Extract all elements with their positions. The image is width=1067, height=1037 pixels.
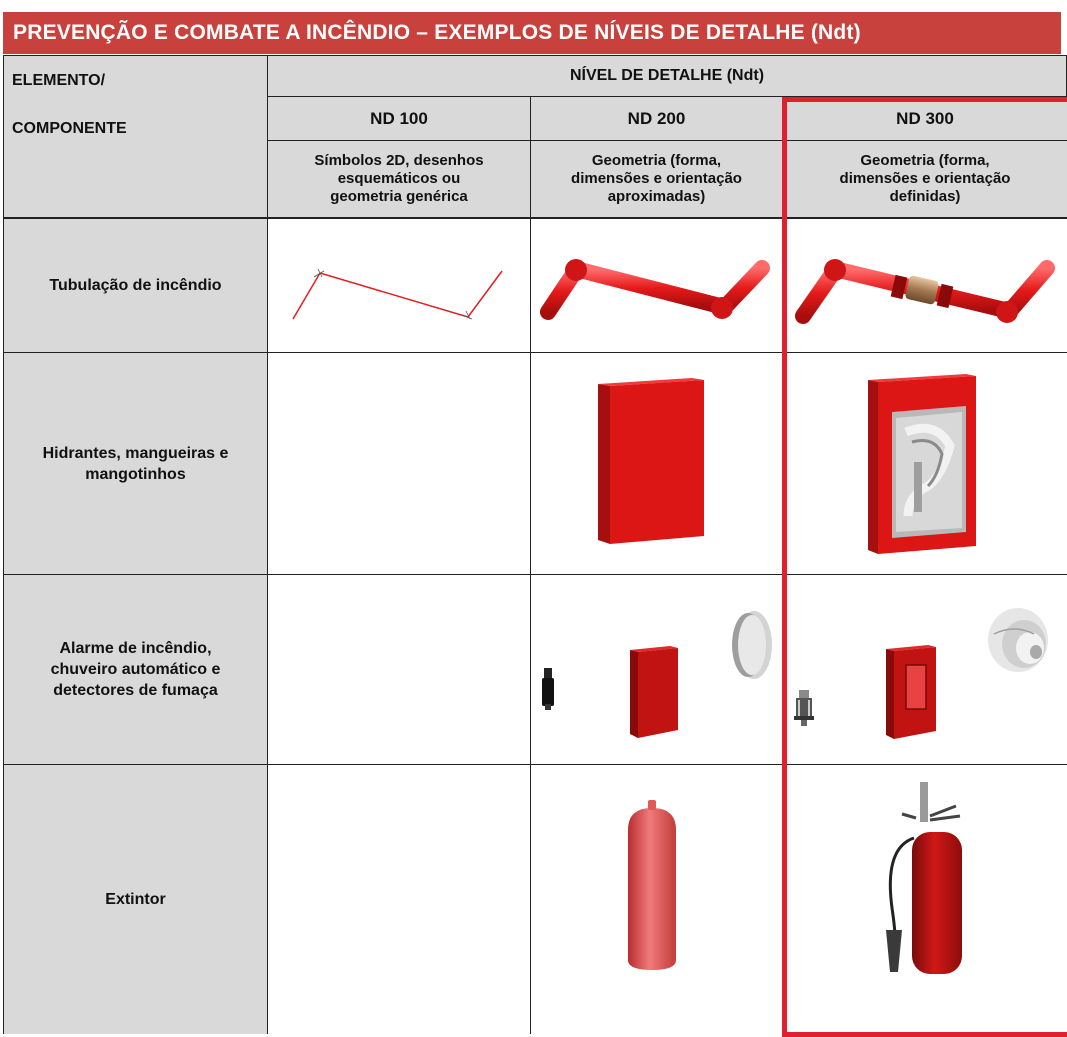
element-header-line1: ELEMENTO/ — [12, 72, 106, 89]
element-column-header: ELEMENTO/ COMPONENTE — [3, 55, 268, 218]
extinguisher-icon — [886, 782, 962, 974]
ndt-group-header: NÍVEL DE DETALHE (Ndt) — [268, 55, 1067, 97]
cell-r2-nd100 — [268, 353, 531, 575]
smoke-detector-icon — [988, 608, 1048, 672]
row-label-extintor: Extintor — [3, 765, 268, 1034]
nd300-label: ND 300 — [896, 108, 954, 128]
cell-r1-nd100 — [268, 218, 531, 353]
nd100-label: ND 100 — [370, 108, 428, 128]
sprinkler-icon — [794, 690, 814, 726]
cell-r2-nd300 — [783, 353, 1067, 575]
pipe-3d-icon — [540, 259, 770, 320]
ndt-group-label: NÍVEL DE DETALHE (Ndt) — [569, 67, 765, 84]
row-label-tubulacao: Tubulação de incêndio — [3, 218, 268, 353]
hydrant-cabinet-icon — [868, 374, 976, 554]
alarm-box-icon — [630, 646, 678, 738]
nd200-label: ND 200 — [627, 108, 686, 128]
cell-r3-nd100 — [268, 575, 531, 765]
cell-r1-nd300 — [783, 218, 1067, 353]
element-header-line2: COMPONENTE — [12, 120, 127, 137]
nd100-header: ND 100 — [268, 97, 531, 141]
sprinkler-icon — [542, 668, 554, 710]
row-label-alarme: Alarme de incêndio,chuveiro automático e… — [3, 575, 268, 765]
cell-r4-nd100 — [268, 765, 531, 1034]
extinguisher-cylinder-icon — [628, 800, 676, 970]
alarm-box-icon — [886, 645, 936, 739]
pipe-schematic-icon — [292, 268, 503, 320]
cabinet-box-icon — [598, 378, 704, 544]
smoke-detector-icon — [732, 611, 772, 679]
nd200-header: ND 200 — [531, 97, 783, 141]
nd300-header: ND 300 — [783, 97, 1067, 141]
pipe-valve-icon — [795, 259, 1055, 324]
cell-r3-nd300 — [783, 575, 1067, 765]
page-title: PREVENÇÃO E COMBATE A INCÊNDIO – EXEMPLO… — [3, 12, 1061, 54]
header-divider — [3, 217, 1067, 219]
detail-table: ELEMENTO/ COMPONENTE NÍVEL DE DETALHE (N… — [3, 55, 1067, 1034]
